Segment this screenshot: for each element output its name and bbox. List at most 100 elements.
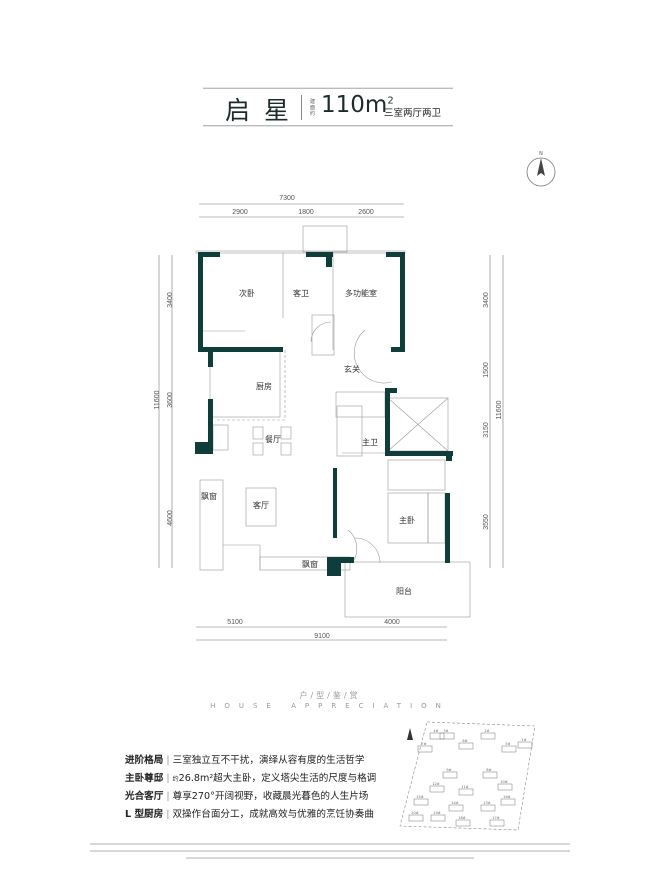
layout-type: 三室两厅两卫 — [384, 108, 442, 119]
site-building-label: 11# — [461, 785, 468, 789]
feature-key: 主卧尊邸 — [125, 772, 164, 784]
room-dining: 餐厅 — [265, 435, 281, 444]
dim-left-1: 3400 — [167, 292, 174, 308]
site-building — [489, 819, 505, 827]
site-building — [429, 785, 445, 793]
dim-right-4: 3550 — [483, 514, 490, 530]
section-title-en: HOUSE APPRECIATION — [210, 702, 450, 710]
room-bay-window-bottom: 飘窗 — [302, 559, 318, 569]
feature-key: 进阶格局 — [125, 755, 164, 766]
site-building — [439, 732, 455, 740]
area-value: 110m — [321, 92, 388, 118]
site-building-label: 5# — [505, 742, 510, 746]
dim-left-2: 3600 — [167, 392, 174, 408]
dim-left-total: 11600 — [154, 390, 161, 409]
room-foyer: 玄关 — [344, 364, 360, 374]
site-building-label: 17# — [492, 816, 499, 820]
site-building-label: 18# — [458, 816, 465, 820]
feature-item: 进阶格局|三室独立互不干扰，演绎从容有度的生活哲学 — [125, 755, 365, 766]
unit-area: 110m2 — [321, 92, 394, 118]
site-building — [482, 771, 498, 779]
site-building-label: 20# — [411, 811, 418, 815]
dimensions: 7300 2900 1800 2600 11600 3400 3600 4600… — [154, 195, 503, 640]
north-arrow-icon — [407, 728, 413, 740]
area-label: 建面约 — [310, 99, 316, 117]
site-building — [497, 783, 513, 791]
dim-right-3: 3150 — [483, 422, 490, 438]
dim-top-total: 7300 — [279, 195, 295, 202]
site-building — [500, 798, 516, 806]
site-building-label: 6# — [462, 739, 467, 743]
site-building-label: 10# — [500, 780, 507, 784]
site-building-label: 13# — [483, 801, 490, 805]
dim-bottom-total: 9100 — [314, 633, 330, 640]
site-plan: 4#3#2#7#6#5#1#9#8#12#11#10#15#14#13#16#2… — [399, 721, 536, 831]
compass-icon: N — [526, 151, 556, 187]
feature-key: L 型厨房 — [125, 808, 164, 820]
site-building — [448, 804, 464, 812]
site-building-label: 1# — [521, 738, 526, 742]
room-second-bedroom: 次卧 — [239, 288, 255, 298]
dim-right-total: 11600 — [496, 400, 503, 419]
feature-item: 光合客厅|尊享270°开阔视野，收藏晨光暮色的人生片场 — [125, 791, 369, 802]
feature-text: 26.8m²超大主卧，定义塔尖生活的尺度与格调 — [178, 772, 377, 784]
title-box: 启星 建面约 110m2 三室两厅两卫 — [203, 88, 453, 126]
site-building — [442, 771, 458, 779]
site-building-label: 15# — [416, 795, 423, 799]
feature-text: 三室独立互不干扰，演绎从容有度的生活哲学 — [172, 755, 365, 766]
site-building — [458, 742, 474, 750]
area-unit: 2 — [387, 95, 394, 107]
site-building — [517, 741, 533, 749]
site-building — [480, 732, 496, 740]
room-multi-function: 多功能室 — [345, 288, 377, 298]
room-kitchen: 厨房 — [256, 381, 272, 391]
feature-key: 光合客厅 — [125, 791, 164, 802]
room-bay-window-left: 飘窗 — [201, 491, 217, 501]
room-master-bath: 主卫 — [362, 437, 378, 447]
site-building — [501, 745, 517, 753]
room-living: 客厅 — [253, 500, 269, 510]
site-building — [429, 732, 445, 740]
feature-list: 进阶格局|三室独立互不干扰，演绎从容有度的生活哲学 主卧尊邸|约26.8m²超大… — [125, 752, 376, 823]
site-building-label: 2# — [484, 729, 489, 733]
dim-top-2: 1800 — [298, 209, 314, 216]
feature-text: 双操作台面分工，成就高效与优雅的烹饪协奏曲 — [172, 808, 374, 820]
section-title-cn: 户/型/鉴/赏 — [299, 691, 361, 700]
site-building — [430, 814, 446, 822]
site-building — [408, 814, 424, 822]
dim-top-1: 2900 — [232, 209, 248, 216]
dim-bottom-2: 4000 — [384, 619, 400, 626]
dim-right-2: 1500 — [483, 362, 490, 378]
room-guest-bath: 客卫 — [293, 288, 309, 298]
walls — [195, 252, 453, 576]
site-building — [413, 798, 429, 806]
site-building — [458, 788, 474, 796]
divider — [301, 95, 302, 120]
dim-right-1: 3400 — [483, 292, 490, 308]
site-building-label: 19# — [433, 811, 440, 815]
dim-left-3: 4600 — [167, 510, 174, 526]
site-building-label: 12# — [432, 782, 439, 786]
site-building — [480, 804, 496, 812]
site-building — [417, 745, 433, 753]
room-labels: 次卧 客卫 多功能室 玄关 厨房 餐厅 主卫 飘窗 客厅 主卧 飘窗 阳台 — [201, 288, 415, 596]
feature-prefix: 约 — [172, 775, 179, 783]
room-master-bedroom: 主卧 — [399, 515, 415, 525]
feature-item: L 型厨房|双操作台面分工，成就高效与优雅的烹饪协奏曲 — [125, 808, 374, 820]
dim-top-3: 2600 — [358, 209, 374, 216]
site-building-label: 4# — [433, 729, 438, 733]
feature-text: 尊享270°开阔视野，收藏晨光暮色的人生片场 — [172, 791, 369, 802]
disclaimer-fine-print — [90, 838, 570, 864]
site-building-label: 16# — [503, 795, 510, 799]
site-building — [455, 819, 471, 827]
compass-label: N — [539, 151, 543, 157]
feature-item: 主卧尊邸|约26.8m²超大主卧，定义塔尖生活的尺度与格调 — [125, 772, 377, 784]
unit-name: 启星 — [225, 96, 304, 125]
room-balcony: 阳台 — [396, 586, 412, 596]
site-building-label: 14# — [451, 801, 458, 805]
dimension-lines — [158, 203, 504, 641]
site-building-label: 7# — [421, 742, 426, 746]
site-building-label: 9# — [446, 768, 451, 772]
dim-bottom-1: 5100 — [227, 619, 243, 626]
